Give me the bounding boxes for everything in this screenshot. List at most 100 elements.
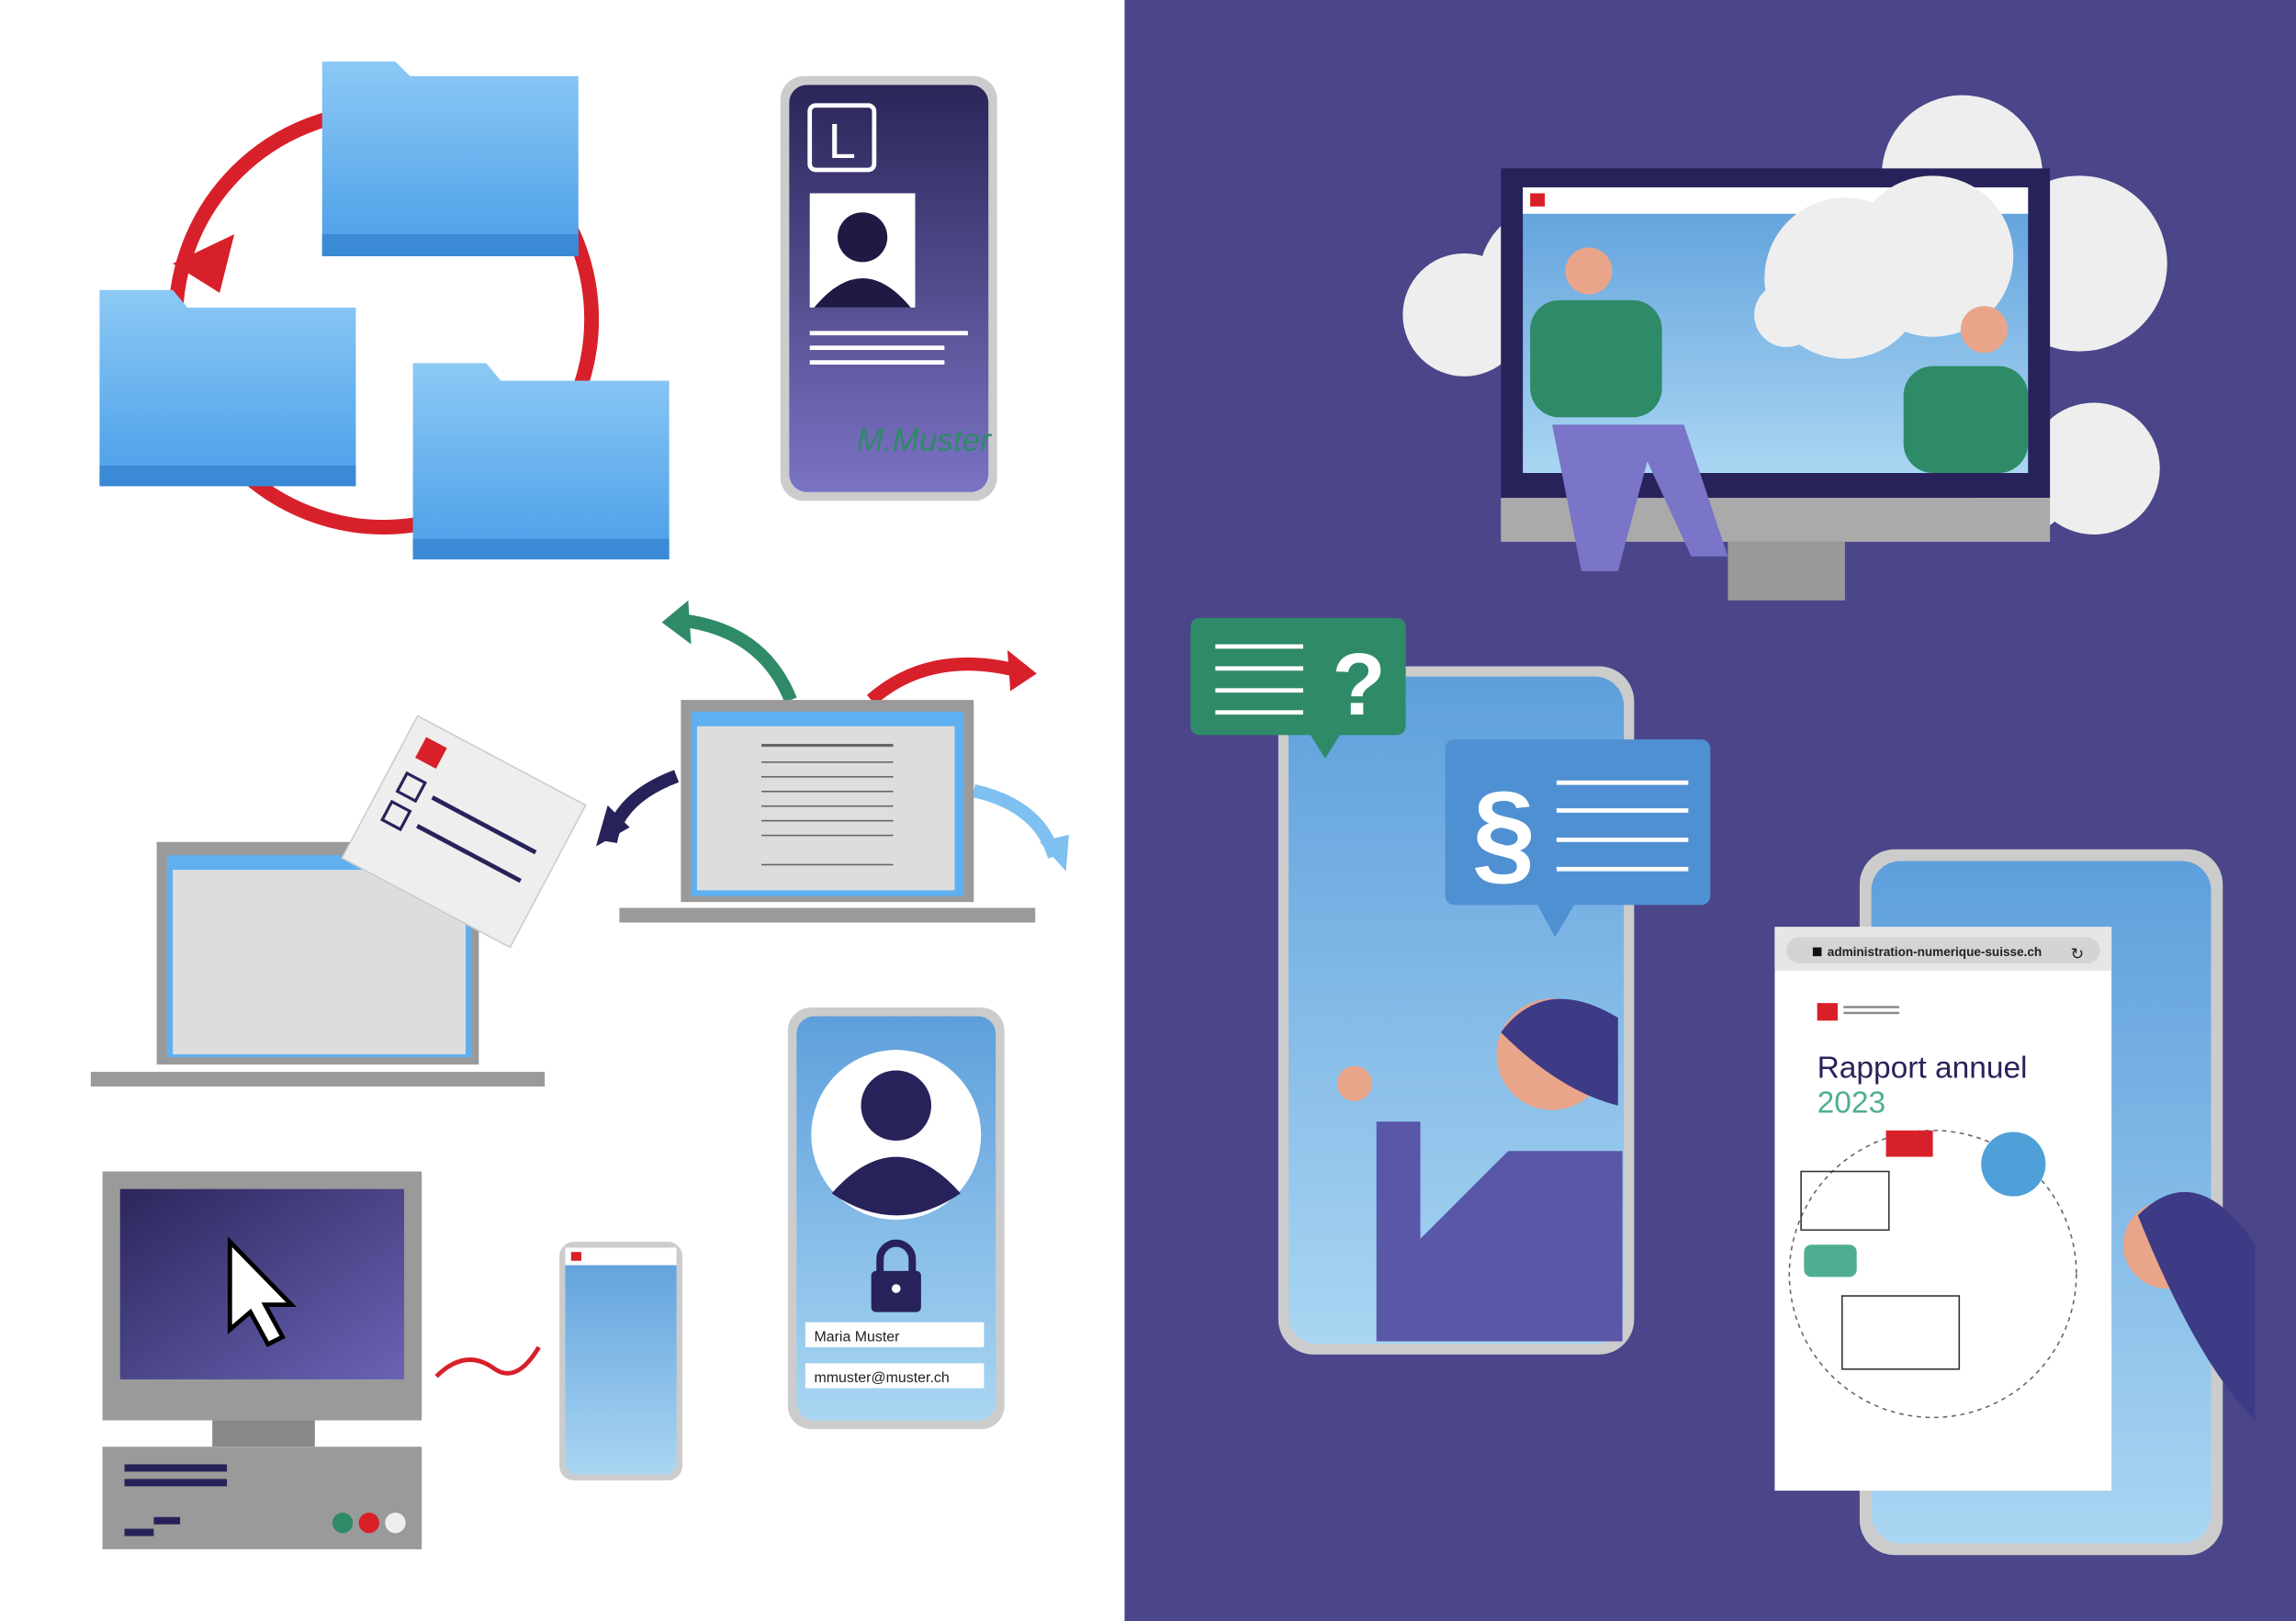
illustration-shape bbox=[1556, 808, 1689, 813]
folder-icon bbox=[321, 61, 579, 257]
illustration-shape bbox=[1885, 1130, 1933, 1157]
illustration-shape bbox=[761, 761, 894, 763]
folder-icon bbox=[99, 289, 356, 487]
question-mark-icon: ? bbox=[1332, 636, 1385, 734]
illustration-shape bbox=[672, 613, 797, 703]
illustration-shape bbox=[416, 824, 522, 884]
illustration-shape bbox=[761, 743, 894, 866]
illustration-shape bbox=[831, 1156, 961, 1216]
illustration-shape bbox=[1840, 1295, 1961, 1370]
illustration-shape bbox=[434, 1345, 541, 1379]
permit-badge bbox=[807, 103, 877, 173]
illustration-shape bbox=[1215, 688, 1304, 693]
illustration-shape bbox=[565, 1247, 677, 1475]
illustration-shape bbox=[761, 790, 894, 793]
illustration-shape bbox=[861, 1070, 932, 1142]
illustration-shape bbox=[809, 345, 945, 351]
illustration-shape bbox=[341, 715, 587, 949]
illustration-shape bbox=[1556, 837, 1689, 842]
signature: M.Muster bbox=[857, 422, 992, 458]
arrow-head-icon bbox=[1007, 649, 1037, 692]
illustration-shape bbox=[1843, 1006, 1899, 1008]
illustration-shape bbox=[1960, 306, 2008, 354]
folder-icon bbox=[412, 363, 670, 560]
annual-report-phone: administration-numerique-suisse.ch ↻ Rap… bbox=[1774, 849, 2256, 1556]
illustration-shape bbox=[2137, 1191, 2256, 1421]
illustration-shape bbox=[1754, 282, 1819, 347]
illustration-shape bbox=[99, 466, 356, 487]
paragraph-icon: § bbox=[1472, 769, 1536, 896]
permit-badge-letter: L bbox=[828, 114, 856, 169]
e-voting-laptop bbox=[90, 715, 587, 1087]
illustration-shape bbox=[1903, 366, 2029, 473]
url-bar[interactable] bbox=[1786, 937, 2100, 964]
illustration-shape bbox=[814, 277, 911, 308]
illustration-shape bbox=[153, 1516, 181, 1525]
illustration-shape bbox=[380, 799, 412, 832]
illustration-shape bbox=[1851, 175, 2014, 337]
law-speech-bubble: § bbox=[1445, 739, 1711, 938]
swiss-logo-icon bbox=[1817, 1003, 1838, 1021]
illustration-shape bbox=[1843, 1011, 1899, 1015]
small-phone bbox=[559, 1242, 682, 1480]
illustration-shape bbox=[696, 726, 955, 891]
report-year: 2023 bbox=[1818, 1086, 1885, 1120]
illustration-shape bbox=[866, 657, 1019, 705]
illustration-shape bbox=[173, 870, 467, 1054]
profile-phone: Maria Muster mmuster@muster.ch bbox=[787, 1007, 1005, 1430]
illustration-shape bbox=[876, 1239, 917, 1275]
illustration-shape bbox=[1376, 1121, 1623, 1342]
folder-sync-cycle bbox=[99, 61, 670, 560]
email-field bbox=[805, 1363, 985, 1389]
illustration-shape bbox=[321, 61, 579, 257]
illustration-shape bbox=[124, 1528, 154, 1537]
illustration-shape bbox=[99, 289, 356, 487]
illustration-shape bbox=[124, 1479, 228, 1487]
illustration-shape bbox=[212, 1420, 315, 1447]
illustration-shape bbox=[90, 1072, 546, 1087]
report-webpage bbox=[1774, 927, 2112, 1492]
report-title: Rapport annuel bbox=[1818, 1051, 2028, 1085]
illustration-shape bbox=[431, 795, 537, 855]
illustration-shape bbox=[1501, 998, 1618, 1106]
illustration-shape bbox=[1754, 175, 2014, 359]
desktop-computer bbox=[102, 1171, 541, 1549]
arrow-head-icon bbox=[173, 234, 235, 293]
illustration-shape bbox=[837, 212, 888, 263]
name-field-value: Maria Muster bbox=[814, 1329, 900, 1345]
globe-icon bbox=[1981, 1131, 2046, 1197]
illustration-shape bbox=[412, 538, 670, 560]
illustration-shape bbox=[565, 1247, 677, 1266]
arrow-head-icon bbox=[661, 600, 692, 645]
illustration-shape bbox=[1336, 1065, 1372, 1101]
arrow-head-icon bbox=[595, 805, 630, 847]
sharing-laptop bbox=[595, 600, 1069, 923]
illustration-shape bbox=[1215, 710, 1304, 715]
illustration-shape bbox=[809, 331, 968, 336]
cursor-icon bbox=[227, 1236, 297, 1347]
ballot-letter bbox=[341, 715, 587, 949]
illustration-shape bbox=[332, 1513, 354, 1534]
illustration-shape bbox=[761, 743, 894, 748]
illustration-shape bbox=[321, 234, 579, 257]
name-field bbox=[805, 1322, 985, 1347]
reload-icon[interactable]: ↻ bbox=[2070, 944, 2084, 962]
illustration-shape bbox=[891, 1284, 901, 1293]
illustration-shape bbox=[761, 819, 894, 822]
illustration-shape bbox=[1800, 1170, 1890, 1232]
illustration-shape bbox=[761, 834, 894, 837]
illustration-shape bbox=[1537, 905, 1574, 938]
illustration-shape bbox=[395, 771, 428, 804]
illustration-shape bbox=[1556, 780, 1689, 785]
illustration-shape bbox=[809, 360, 945, 366]
report-cover-illustration bbox=[1788, 1130, 2077, 1419]
arrow-head-icon bbox=[1040, 834, 1069, 872]
url-text: administration-numerique-suisse.ch bbox=[1828, 945, 2042, 959]
illustration-shape bbox=[1530, 299, 1662, 418]
illustration-shape bbox=[1804, 1244, 1857, 1278]
illustration-shape bbox=[385, 1513, 406, 1534]
illustration-shape bbox=[358, 1513, 379, 1534]
video-call-monitor bbox=[1402, 95, 2167, 601]
illustration-shape bbox=[1215, 644, 1304, 649]
